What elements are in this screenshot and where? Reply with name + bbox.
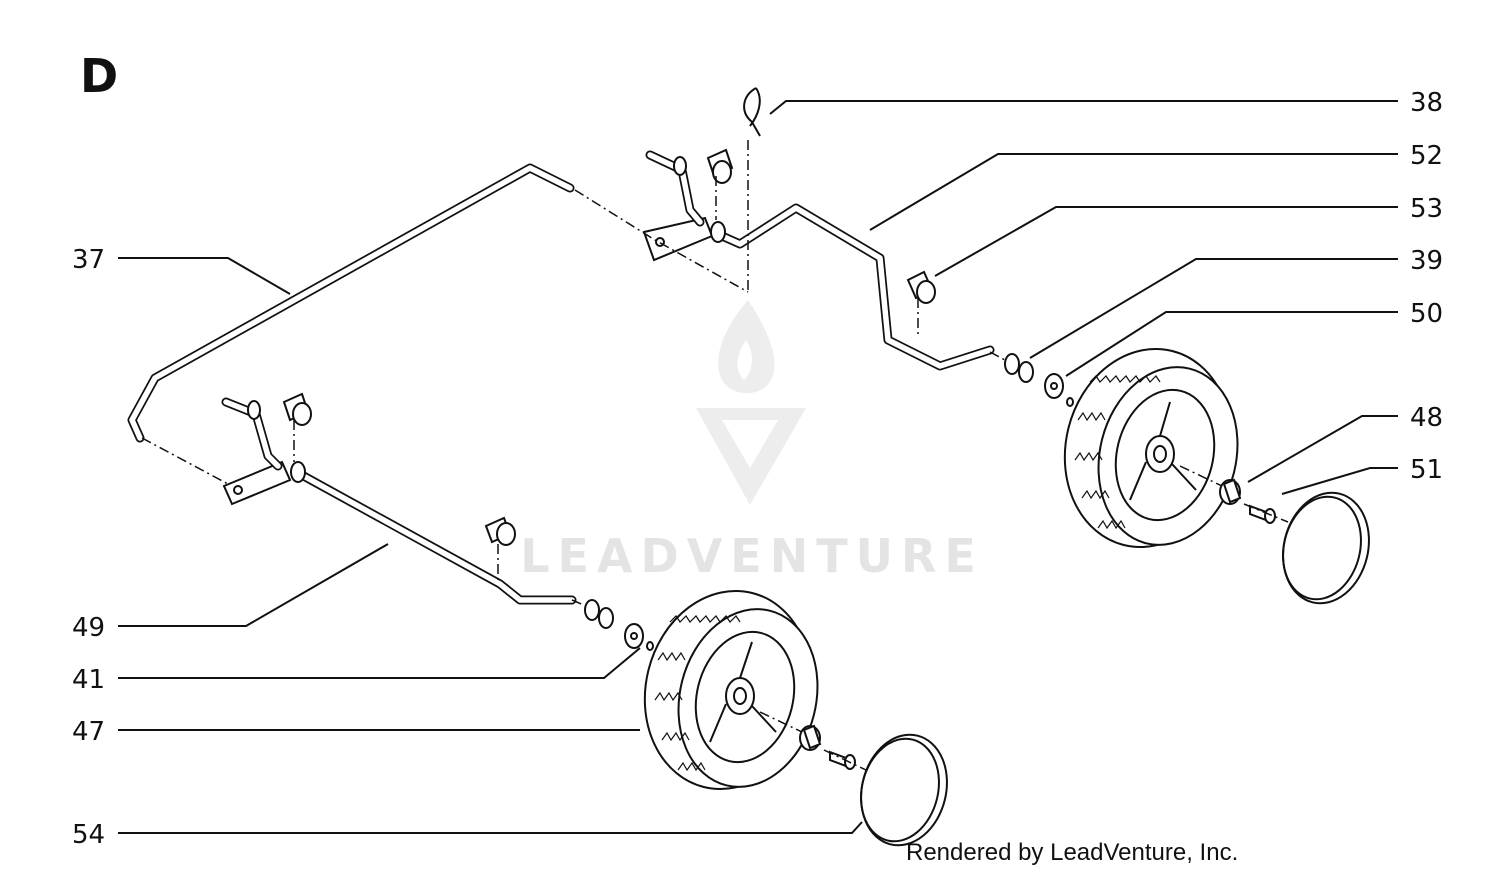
hub-front-parts [799,724,856,770]
alignment-lines [141,140,1289,771]
callout-41: 41 [72,665,105,695]
bushing-front-mid [484,516,516,546]
wheel-rear [1063,347,1239,549]
hubcap-rear [1282,491,1370,605]
axle-49 [295,469,577,605]
watermark-text: LEADVENTURE [520,529,984,583]
callout-53: 53 [1410,194,1443,224]
callout-39: 39 [1410,246,1443,276]
callouts-left: 37 49 41 47 54 [72,245,105,850]
hubcap-front [860,733,948,847]
bushing-rear-top [706,148,734,184]
callout-49: 49 [72,613,105,643]
wheel-front [643,589,819,791]
axle-front-end-parts [584,599,654,651]
callout-50: 50 [1410,299,1443,329]
callout-54: 54 [72,820,105,850]
leadventure-logo-icon [696,300,806,505]
axle-rear-end-parts [1004,353,1074,407]
callouts-right: 38 52 53 39 50 48 51 [1410,88,1443,485]
bracket-front [221,397,306,506]
bracket-rear [642,150,726,262]
callout-47: 47 [72,717,105,747]
callout-51: 51 [1410,455,1443,485]
leader-lines [118,100,1398,834]
hub-rear-parts [1219,478,1276,524]
axle-52 [717,203,995,371]
callout-38: 38 [1410,88,1443,118]
hairpin-clip-38 [743,87,761,137]
section-letter: D [80,49,118,103]
callout-48: 48 [1410,403,1443,433]
callout-37: 37 [72,245,105,275]
render-credit: Rendered by LeadVenture, Inc. [906,839,1238,866]
bushing-53 [906,270,936,304]
bushing-front-top [282,392,312,426]
rod-37 [127,163,575,443]
callout-52: 52 [1410,141,1443,171]
